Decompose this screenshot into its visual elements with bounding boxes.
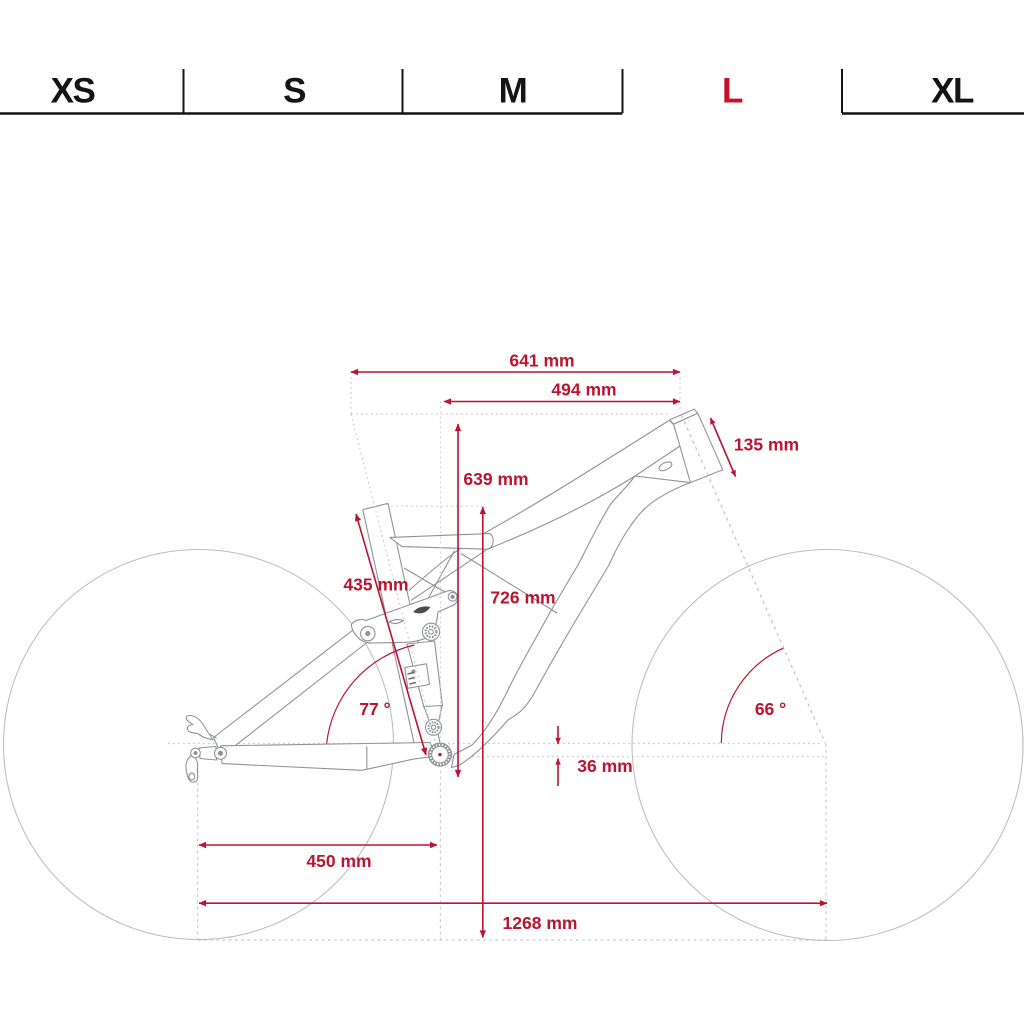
svg-text:66 °: 66 ° xyxy=(755,699,786,719)
svg-text:XL: XL xyxy=(931,72,974,111)
svg-text:77 °: 77 ° xyxy=(359,699,390,719)
svg-text:36 mm: 36 mm xyxy=(577,756,632,776)
svg-text:450 mm: 450 mm xyxy=(306,851,371,871)
svg-text:XS: XS xyxy=(51,72,95,111)
svg-text:435 mm: 435 mm xyxy=(343,575,408,595)
svg-text:135 mm: 135 mm xyxy=(734,435,799,455)
svg-text:S: S xyxy=(283,72,305,111)
svg-text:M: M xyxy=(499,72,527,111)
svg-text:494 mm: 494 mm xyxy=(551,380,616,400)
svg-text:726 mm: 726 mm xyxy=(490,588,555,608)
svg-text:639 mm: 639 mm xyxy=(463,469,528,489)
svg-text:641 mm: 641 mm xyxy=(509,351,574,371)
svg-text:1268 mm: 1268 mm xyxy=(503,913,578,933)
svg-text:L: L xyxy=(722,72,743,111)
